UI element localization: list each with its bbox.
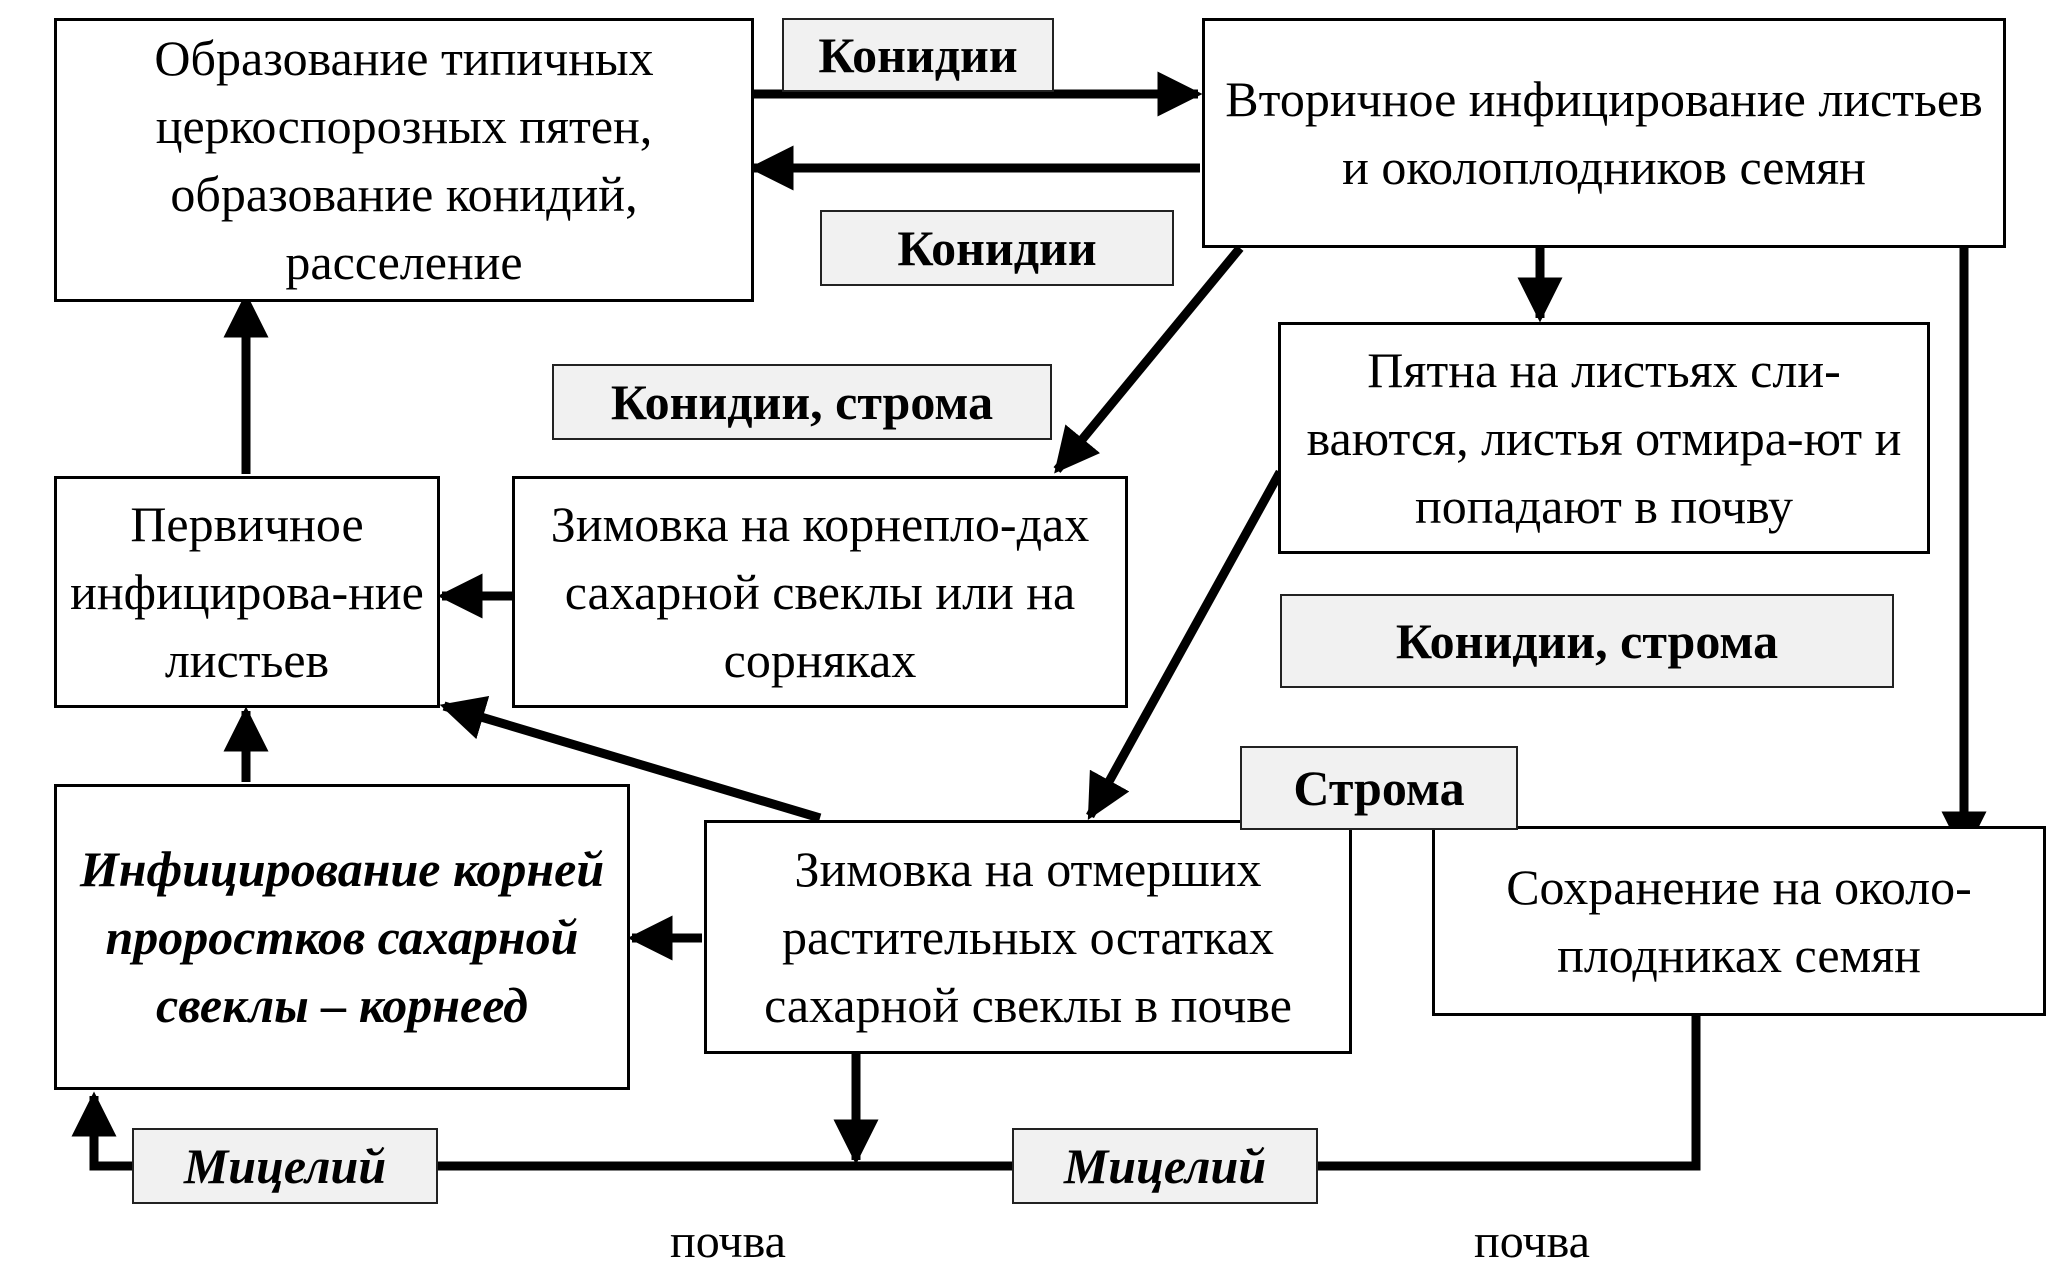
box-wintering-debris: Зимовка на отмерших растительных остатка… — [704, 820, 1352, 1054]
arrow-secondary-to-wintering-roots — [1053, 245, 1244, 474]
soil-label-left: почва — [670, 1215, 786, 1268]
arrow-debris-to-primary — [439, 695, 822, 823]
label-stroma: Строма — [1240, 746, 1518, 830]
soil-label-right: почва — [1474, 1215, 1590, 1268]
box-typical-spots: Образование типичных церкоспорозных пяте… — [54, 18, 754, 302]
box-leaf-spots-merge-text: Пятна на листьях сли-ваются, листья отми… — [1306, 342, 1902, 534]
box-wintering-roots: Зимовка на корнепло-дах сахарной свеклы … — [512, 476, 1128, 708]
label-conidia-stroma-right: Конидии, строма — [1280, 594, 1894, 688]
box-secondary-infection-text: Вторичное инфицирование листьев и околоп… — [1225, 71, 1983, 195]
box-leaf-spots-merge: Пятна на листьях сли-ваются, листья отми… — [1278, 322, 1930, 554]
label-conidia-middle: Конидии — [820, 210, 1174, 286]
label-conidia-stroma-left: Конидии, строма — [552, 364, 1052, 440]
label-conidia-top: Конидии — [782, 18, 1054, 92]
box-root-infection: Инфицирование корней проростков сахарной… — [54, 784, 630, 1090]
box-primary-infection-text: Первичное инфицирова-ние листьев — [70, 496, 424, 688]
label-mycelium-left: Мицелий — [132, 1128, 438, 1204]
box-preservation-seeds: Сохранение на около-плодниках семян — [1432, 826, 2046, 1016]
box-primary-infection: Первичное инфицирова-ние листьев — [54, 476, 440, 708]
box-root-infection-text: Инфицирование корней проростков сахарной… — [79, 841, 605, 1033]
box-wintering-debris-text: Зимовка на отмерших растительных остатка… — [764, 841, 1292, 1033]
box-secondary-infection: Вторичное инфицирование листьев и околоп… — [1202, 18, 2006, 248]
box-wintering-roots-text: Зимовка на корнепло-дах сахарной свеклы … — [550, 496, 1090, 688]
box-typical-spots-text: Образование типичных церкоспорозных пяте… — [154, 30, 654, 290]
label-mycelium-right: Мицелий — [1012, 1128, 1318, 1204]
box-preservation-seeds-text: Сохранение на около-плодниках семян — [1506, 859, 1972, 983]
arrow-leaf-spots-to-debris — [1086, 469, 1284, 820]
